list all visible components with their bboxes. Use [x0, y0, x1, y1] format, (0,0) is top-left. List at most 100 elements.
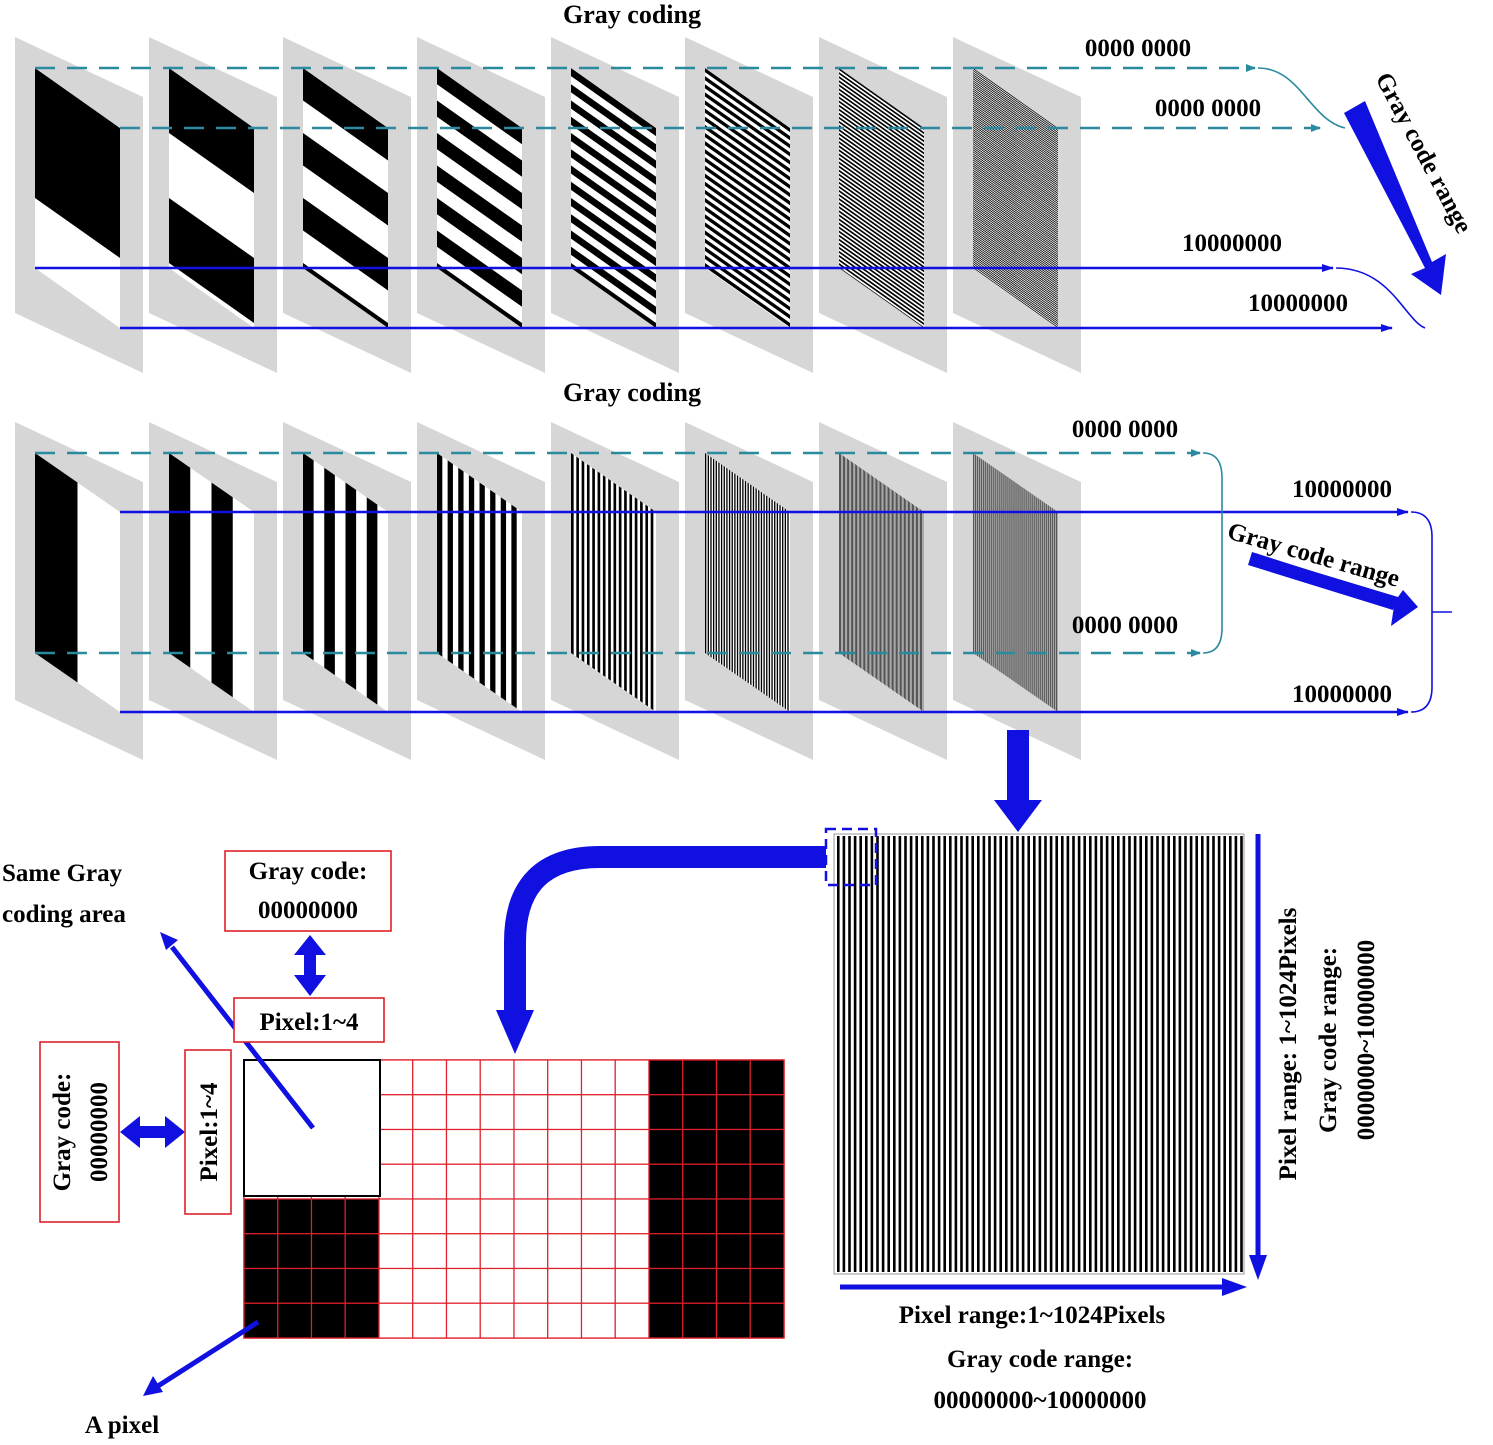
- top-stripe: [839, 238, 924, 301]
- pixel-cell: [580, 1094, 616, 1131]
- top-stripe: [705, 206, 790, 271]
- middle-stripe: [720, 453, 723, 712]
- top-stripe: [973, 143, 1058, 205]
- top-stripe: [839, 185, 924, 248]
- middle-stripe: [629, 453, 633, 712]
- left-gray-code-label: Gray code:: [49, 1073, 76, 1192]
- top-stripe: [705, 76, 790, 141]
- top-stripe: [973, 74, 1058, 136]
- top-stripe: [705, 116, 790, 181]
- top-stripe: [973, 161, 1058, 223]
- middle-stripe: [768, 453, 771, 712]
- top-stripe: [973, 183, 1058, 245]
- pixel-cell: [479, 1233, 515, 1270]
- full-stripe: [1195, 836, 1198, 1272]
- middle-stripe: [763, 453, 765, 712]
- full-stripe: [1178, 836, 1182, 1272]
- gray-code-range-arrow-top: [1344, 101, 1446, 295]
- middle-frame: [149, 422, 277, 760]
- top-stripe: [973, 198, 1058, 260]
- top-stripe: [839, 157, 924, 220]
- full-stripe: [1117, 836, 1120, 1272]
- top-stripe: [839, 92, 924, 155]
- middle-stripe: [869, 453, 871, 712]
- top-stripe: [973, 212, 1058, 274]
- top-stripe: [839, 145, 924, 208]
- full-stripe: [1111, 836, 1114, 1272]
- pixel-cell: [648, 1094, 684, 1131]
- pixel-cell: [682, 1163, 718, 1200]
- top-frame: [685, 37, 813, 373]
- top-frame: [15, 37, 143, 373]
- top-code-solid-lower: 10000000: [1248, 290, 1348, 317]
- top-stripe: [973, 133, 1058, 195]
- pixel-cell: [310, 1233, 346, 1270]
- pixel-cell: [277, 1233, 313, 1270]
- top-stripe: [973, 141, 1058, 203]
- top-stripe: [973, 171, 1058, 233]
- top-stripe: [973, 130, 1058, 192]
- top-stripe: [169, 198, 254, 323]
- middle-stripe: [918, 453, 920, 712]
- top-stripe: [839, 161, 924, 224]
- pixel-cell: [412, 1267, 448, 1304]
- full-stripe: [1077, 836, 1081, 1272]
- middle-stripe: [650, 453, 654, 712]
- pixel-cell: [715, 1233, 751, 1270]
- top-stripe: [705, 149, 790, 214]
- pixel-cell: [648, 1267, 684, 1304]
- middle-stripe: [912, 453, 913, 712]
- top-stripe: [973, 218, 1058, 280]
- top-stripe: [973, 232, 1058, 294]
- middle-frame: [417, 422, 545, 760]
- middle-stripe: [921, 453, 923, 712]
- middle-stripe: [882, 453, 884, 712]
- top-stripe: [839, 120, 924, 183]
- middle-stripe: [884, 453, 885, 712]
- top-stripe: [839, 141, 924, 204]
- top-stripe: [973, 86, 1058, 148]
- full-stripe: [1201, 836, 1204, 1272]
- full-stripe: [1072, 836, 1075, 1272]
- mid-code-solid-lower: 10000000: [1292, 681, 1392, 708]
- full-stripe: [1189, 836, 1193, 1272]
- top-stripe: [705, 246, 790, 311]
- mid-blue-brace: [1410, 511, 1433, 713]
- top-frame: [149, 37, 277, 373]
- pixel-cell: [479, 1302, 515, 1339]
- full-stripe: [960, 836, 963, 1272]
- top-stripe: [705, 108, 790, 173]
- middle-stripe: [877, 453, 879, 712]
- full-stripe: [1089, 836, 1092, 1272]
- middle-stripe: [744, 453, 747, 712]
- pixel-cell: [243, 1198, 279, 1235]
- pixel-cell: [715, 1198, 751, 1235]
- pixel-cell: [682, 1128, 718, 1165]
- middle-frame: [953, 422, 1081, 760]
- top-stripe: [973, 181, 1058, 243]
- top-stripe: [705, 124, 790, 189]
- middle-stripe: [640, 453, 643, 712]
- pixel-cell: [479, 1163, 515, 1200]
- top-frame: [953, 37, 1081, 373]
- pixel-cell: [412, 1302, 448, 1339]
- top-stripe: [705, 68, 790, 133]
- top-stripe: [973, 248, 1058, 310]
- pixel-cell: [614, 1094, 650, 1131]
- middle-stripe: [913, 453, 915, 712]
- middle-frame: [551, 422, 679, 760]
- middle-stripe: [479, 453, 485, 712]
- top-stripe: [571, 246, 656, 315]
- pixel-cell: [682, 1233, 718, 1270]
- pixel-cell: [445, 1267, 481, 1304]
- middle-stripe: [634, 453, 638, 712]
- top-stripe: [973, 210, 1058, 272]
- top-code-dashed-upper: 0000 0000: [1085, 35, 1191, 62]
- top-stripe: [571, 181, 656, 250]
- full-image-stripes: [837, 836, 1243, 1272]
- top-stripe: [973, 114, 1058, 176]
- middle-stripe: [752, 453, 755, 712]
- top-stripe: [973, 116, 1058, 178]
- pixel-cell: [412, 1163, 448, 1200]
- full-stripe: [881, 836, 885, 1272]
